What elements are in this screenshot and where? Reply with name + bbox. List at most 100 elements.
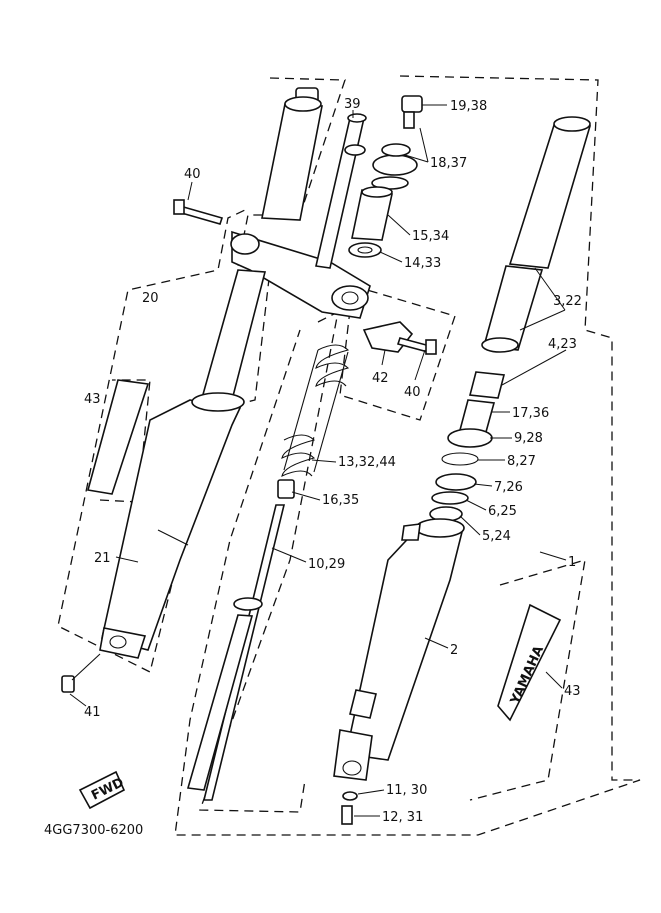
outer-tube-top: [415, 518, 465, 538]
callout-39: 39: [344, 97, 361, 112]
spring-side-b: [313, 351, 349, 473]
adjuster-ring: [372, 154, 418, 176]
callout-43-upper: 43: [84, 392, 101, 407]
lead-43b: [545, 671, 563, 689]
lead-40b: [414, 349, 426, 381]
callout-11-30: 11, 30: [386, 783, 427, 798]
callout-2: 2: [450, 643, 458, 658]
spring-coil-upper: [315, 344, 350, 387]
drain-bolt: [341, 805, 353, 825]
left-inner-tube: [200, 269, 267, 401]
bracket-boss-right: [331, 285, 369, 311]
callout-41: 41: [84, 705, 101, 720]
callout-19-38: 19,38: [450, 99, 487, 114]
clamp-bracket: [362, 321, 414, 353]
callout-21: 21: [94, 551, 111, 566]
lead-18b: [419, 127, 429, 163]
reference-code: 4GG7300-6200: [44, 823, 143, 838]
callout-8-27: 8,27: [507, 454, 536, 469]
lead-7: [473, 483, 493, 487]
clamp-boundary: [339, 281, 456, 421]
left-upper-tube-top: [284, 96, 322, 112]
damper-ring: [233, 597, 263, 611]
damper-rod: [202, 504, 286, 801]
inner-tube-bushing: [481, 337, 519, 353]
callout-10-29: 10,29: [308, 557, 345, 572]
inner-tube-lower: [482, 265, 544, 351]
outer-tube-lug: [401, 523, 421, 541]
lead-13: [311, 459, 337, 463]
oil-seal: [435, 473, 477, 491]
lead-2: [424, 637, 449, 649]
axle-bolt-shaft: [71, 653, 101, 681]
axle-bracket-hole: [342, 760, 362, 776]
caliper-mount: [349, 689, 377, 719]
slide-bushing: [468, 371, 506, 399]
cap-bolt: [401, 95, 423, 113]
sticker-boundary: [469, 559, 586, 801]
lead-42: [381, 349, 386, 366]
seal-washer: [431, 491, 469, 505]
callout-labels: 19,38 39 18,37 40 15,34 14,33 20 3,22 4,…: [44, 97, 582, 838]
callout-14-33: 14,33: [404, 256, 441, 271]
damper-nut: [277, 479, 295, 499]
lead-41: [69, 693, 87, 707]
pinch-bolt-upper-head: [173, 199, 185, 215]
lead-5: [459, 515, 481, 536]
left-fork-assembly: [99, 87, 371, 659]
left-lower-slider: [101, 399, 242, 651]
lead-3: [519, 309, 566, 331]
clamp-bolt-head: [425, 339, 437, 355]
washer: [348, 242, 382, 258]
callout-7-26: 7,26: [494, 480, 523, 495]
fwd-badge: FWD: [78, 770, 127, 810]
lead-40a: [187, 181, 193, 201]
callout-15-34: 15,34: [412, 229, 449, 244]
right-fork-boundary: [174, 75, 641, 836]
fork-guard-sleeve: [86, 379, 150, 495]
callout-17-36: 17,36: [512, 406, 549, 421]
callout-9-28: 9,28: [514, 431, 543, 446]
callout-5-24: 5,24: [482, 529, 511, 544]
lead-11: [357, 789, 385, 795]
callout-1: 1: [568, 555, 576, 570]
lead-18a: [404, 154, 429, 163]
callout-43-lower: 43: [564, 684, 581, 699]
axle-bolt: [61, 675, 75, 693]
callout-18-37: 18,37: [430, 156, 467, 171]
cap-bolt-stem: [403, 111, 415, 129]
left-slider-band: [157, 529, 189, 546]
lead-15: [387, 214, 411, 236]
yamaha-decal: YAMAHA: [497, 603, 562, 722]
lead-3b: [534, 267, 566, 311]
retaining-clip: [441, 452, 479, 466]
lead-16: [291, 491, 321, 501]
callout-12-31: 12, 31: [382, 810, 423, 825]
left-upper-tube: [261, 103, 323, 221]
callout-4-23: 4,23: [548, 337, 577, 352]
damper-cylinder: [186, 614, 254, 791]
drain-washer: [342, 791, 358, 801]
spring-side-a: [283, 349, 319, 471]
lead-14: [379, 251, 403, 263]
callout-13-32-44: 13,32,44: [338, 455, 396, 470]
lead-10: [271, 547, 307, 563]
outer-tube: [345, 527, 464, 761]
lead-21: [115, 556, 139, 563]
center-parts: [61, 95, 592, 825]
leader-lines: [69, 104, 567, 817]
left-slider-seal: [191, 392, 245, 412]
bracket-boss-hole: [341, 291, 359, 305]
right-upper-tube: [508, 121, 592, 269]
callout-16-35: 16,35: [322, 493, 359, 508]
spring-coil-lower: [281, 434, 316, 477]
axle-bracket: [333, 729, 373, 781]
lead-6: [465, 499, 487, 511]
right-upper-tube-top: [553, 116, 591, 132]
adjuster-top: [381, 143, 411, 157]
callout-6-25: 6,25: [488, 504, 517, 519]
bracket-boss-left: [230, 233, 260, 255]
guide-bushing: [458, 399, 496, 433]
spacer-top: [361, 186, 393, 198]
